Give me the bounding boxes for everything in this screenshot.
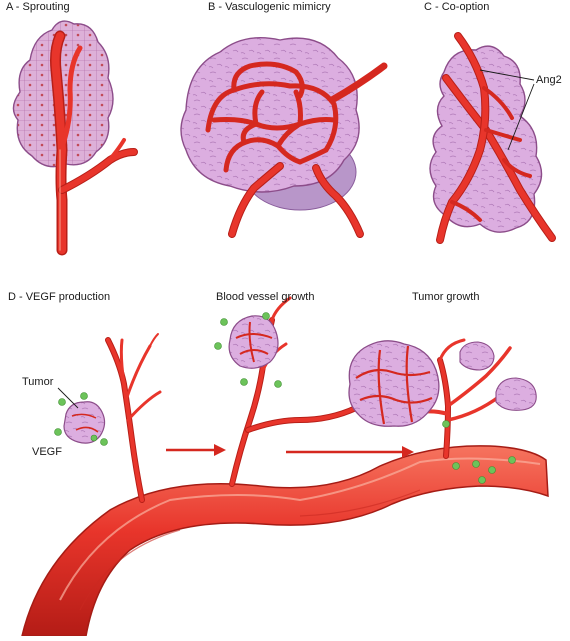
stage-tumor-growth-branch (418, 338, 512, 459)
vegf-dots-stage3 (442, 420, 516, 484)
vegf-dot (508, 456, 516, 464)
panel-a-sprouting (12, 20, 138, 256)
vegf-dot (54, 428, 62, 436)
panel-a-label: A - Sprouting (6, 1, 70, 13)
vegf-dots-stage1 (54, 392, 108, 446)
vessel-trunk-b (228, 162, 364, 238)
panel-b-label: B - Vasculogenic mimicry (208, 1, 331, 13)
main-blood-vessel (21, 445, 549, 637)
panel-e-label: Blood vessel growth (216, 291, 315, 303)
tumor-satellite-right (495, 377, 537, 411)
tumor-small (63, 401, 106, 444)
stage-vegf-branch (105, 333, 162, 503)
tumor-satellite-top (459, 341, 495, 371)
panel-d-label: D - VEGF production (8, 291, 111, 303)
vegf-dot (220, 318, 228, 326)
vegf-dot (472, 460, 480, 468)
vessel-network-b (205, 61, 388, 173)
panel-f-label: Tumor growth (412, 291, 480, 303)
ang2-pointer-lines (479, 69, 535, 151)
panel-c-label: C - Co-option (424, 1, 490, 13)
panel-c-co-option (429, 32, 556, 244)
vegf-label: VEGF (32, 446, 62, 458)
vegf-dot (90, 434, 98, 442)
vessel-network-c (436, 32, 556, 244)
sprouting-vessel (50, 30, 138, 256)
vegf-dot (452, 462, 460, 470)
vegf-dot (100, 438, 108, 446)
vegf-dot (214, 342, 222, 350)
arrow-stage2-to-stage3 (286, 446, 414, 458)
vegf-dot (262, 312, 270, 320)
vegf-dot (240, 378, 248, 386)
panel-b-vasculogenic-mimicry (180, 37, 388, 238)
tumor-label: Tumor (22, 376, 54, 388)
tumor-large (348, 340, 440, 427)
vegf-dot (488, 466, 496, 474)
ang2-label: Ang2 (536, 74, 562, 86)
tumor-mass-b (180, 37, 360, 193)
tumor-medium (228, 315, 279, 369)
vegf-dots-stage2 (214, 312, 282, 388)
vegf-dot (58, 398, 66, 406)
tumor-pointer-line (57, 387, 79, 409)
vegf-dot (274, 380, 282, 388)
vegf-dot (478, 476, 486, 484)
vegf-dot (442, 420, 450, 428)
vegf-dot (80, 392, 88, 400)
arrow-stage1-to-stage2 (166, 444, 226, 456)
